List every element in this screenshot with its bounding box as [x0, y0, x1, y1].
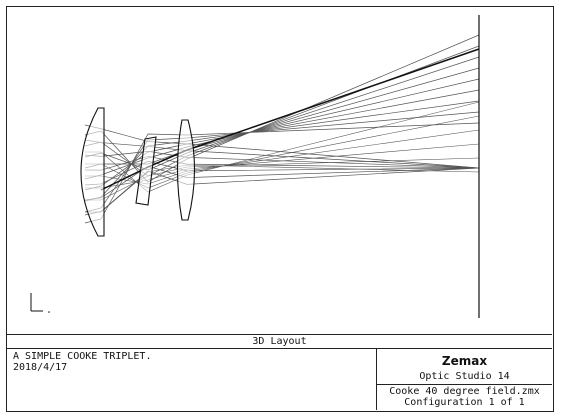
layout-plot — [7, 7, 552, 334]
lens-1 — [80, 107, 105, 237]
description-title: A SIMPLE COOKE TRIPLET. — [13, 351, 152, 362]
brand-product: Optic Studio 14 — [419, 371, 510, 382]
lens-3 — [176, 119, 195, 221]
layout-window: 3D Layout A SIMPLE COOKE TRIPLET. 2018/4… — [6, 6, 554, 412]
axes-indicator-icon — [30, 293, 50, 313]
info-block: A SIMPLE COOKE TRIPLET. 2018/4/17 Zemax … — [7, 349, 552, 410]
file-name: Cooke 40 degree field.zmx — [389, 386, 540, 397]
brand-name: Zemax — [441, 354, 488, 368]
brand-box: Zemax Optic Studio 14 — [377, 349, 552, 385]
lens-elements — [80, 107, 195, 237]
optical-layout-drawing — [30, 15, 480, 318]
layout-title: 3D Layout — [7, 334, 552, 349]
description-date: 2018/4/17 — [13, 362, 68, 373]
configuration-label: Configuration 1 of 1 — [404, 397, 525, 408]
ray-chief — [100, 48, 480, 191]
file-box: Cooke 40 degree field.zmx Configuration … — [377, 386, 552, 410]
lens-2 — [135, 136, 157, 206]
description-panel: A SIMPLE COOKE TRIPLET. 2018/4/17 — [7, 349, 377, 410]
brand-panel: Zemax Optic Studio 14 Cooke 40 degree fi… — [377, 349, 552, 410]
